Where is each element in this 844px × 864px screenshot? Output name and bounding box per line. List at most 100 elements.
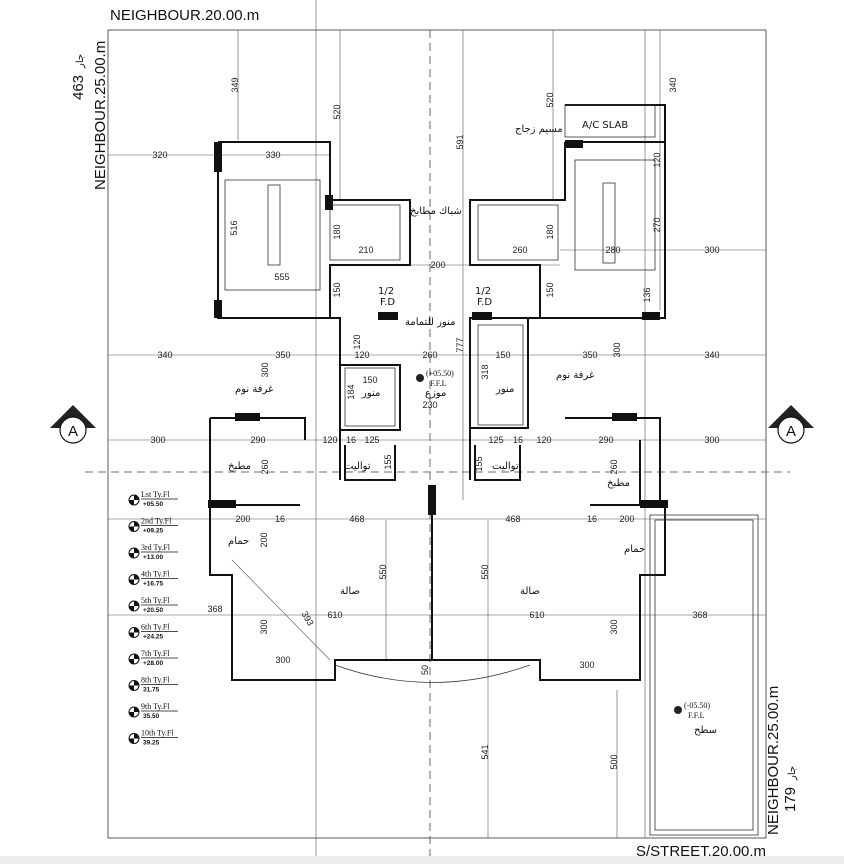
level-value: +28.00	[143, 660, 163, 667]
dimension-label: 520	[545, 92, 555, 107]
level-marker-icon	[416, 374, 424, 382]
ac-slab-label: A/C SLAB	[582, 120, 628, 131]
level-value: 39.25	[143, 740, 160, 747]
room-bath-left: حمام	[228, 536, 249, 547]
dimension-label: 210	[358, 245, 373, 255]
dimension-label: 393	[300, 609, 316, 627]
dimension-label: 610	[327, 610, 342, 620]
dimension-label: 300	[259, 619, 269, 634]
roof-ffl-value: (-05.50)	[684, 701, 710, 710]
room-toilet-left: تواليت	[344, 461, 371, 472]
dimension-label: 125	[488, 435, 503, 445]
room-hall-right: صالة	[520, 586, 540, 597]
section-label: A	[68, 423, 78, 440]
lobby-label: موزع	[425, 388, 446, 399]
dimension-label: 230	[422, 400, 437, 410]
dimension-label: 200	[235, 514, 250, 524]
dimension-label: 16	[513, 435, 523, 445]
top-neighbour-label: NEIGHBOUR.20.00.m	[110, 7, 259, 24]
room-bedroom-left: غرفة نوم	[235, 384, 273, 395]
level-name: 3rd Ty.Fl	[141, 543, 171, 552]
level-name: 6th Ty.Fl	[141, 623, 170, 632]
dimension-label: 300	[704, 245, 719, 255]
room-kitchen-left: مطبخ	[228, 461, 251, 472]
columns	[208, 140, 668, 515]
dimension-lines	[108, 30, 766, 838]
dimension-label: 318	[480, 364, 490, 379]
roof-ffl-label: F.F.L	[688, 711, 705, 720]
level-marker: 2nd Ty.Fl+09.25	[128, 517, 178, 535]
dimension-label: 468	[505, 514, 520, 524]
fd-right-label: F.D	[477, 297, 492, 308]
dimension-label: 120	[652, 152, 662, 167]
dimension-label: 280	[605, 245, 620, 255]
dimension-label: 550	[378, 564, 388, 579]
room-bath-right: حمام	[624, 544, 645, 555]
dimension-label: 120	[352, 334, 362, 349]
kitchen-window-label: شباك مطابخ	[410, 206, 462, 217]
left-neighbour-label: NEIGHBOUR.25.00.m	[92, 41, 109, 190]
dimension-label: 300	[260, 362, 270, 377]
dimension-label: 270	[652, 217, 662, 232]
level-marker: 4th Ty.Fl+16.75	[128, 570, 178, 588]
dimension-label: 550	[480, 564, 490, 579]
level-value: 35.50	[143, 713, 160, 720]
level-marker: 5th Ty.Fl +20.50	[128, 596, 178, 614]
dimension-label: 340	[704, 350, 719, 360]
room-hall-left: صالة	[340, 586, 360, 597]
fd-left-fraction: 1/2	[378, 286, 394, 297]
dimension-label: 150	[545, 282, 555, 297]
fd-right-fraction: 1/2	[475, 286, 491, 297]
dimension-label: 300	[612, 342, 622, 357]
level-marker: 8th Ty.Fl 31.75	[128, 676, 178, 694]
dimension-label: 330	[265, 150, 280, 160]
dimension-label: 200	[430, 260, 445, 270]
level-value: 31.75	[143, 687, 160, 694]
dimension-label: 541	[480, 744, 490, 759]
level-marker: 7th Ty.Fl+28.00	[128, 649, 178, 667]
dimension-label: 150	[332, 282, 342, 297]
dimension-label: 16	[275, 514, 285, 524]
dimension-label: 340	[668, 77, 678, 92]
level-value: +16.75	[143, 581, 163, 588]
level-marker: Lst Ty.Fl+05.50	[128, 490, 178, 508]
dimension-label: 300	[579, 660, 594, 670]
level-name: 2nd Ty.Fl	[141, 517, 172, 526]
dimension-label: 300	[275, 655, 290, 665]
right-neighbour-label: NEIGHBOUR.25.00.m	[765, 686, 782, 835]
lightwell-toilet-label: منور للتمامة	[405, 317, 455, 328]
dimension-label: 290	[598, 435, 613, 445]
level-name: 8th Ty.Fl	[141, 676, 170, 685]
dimension-label: 155	[474, 456, 484, 471]
level-value: +13.00	[143, 554, 163, 561]
dimension-label: 555	[274, 272, 289, 282]
dimension-label: 340	[157, 350, 172, 360]
level-marker: 3rd Ty.Fl +13.00	[128, 543, 178, 561]
dimension-label: 260	[422, 350, 437, 360]
level-name: 10th Ty.Fl	[141, 729, 174, 738]
left-neighbour-ar: جار	[75, 54, 86, 69]
left-plot-number: 463	[70, 75, 87, 100]
dimension-label: 516	[229, 220, 239, 235]
dimension-label: 180	[332, 224, 342, 239]
room-toilet-right: تواليت	[492, 461, 519, 472]
level-value: +20.50	[143, 607, 163, 614]
dimension-label: 500	[609, 754, 619, 769]
level-name: 9th Ty.Fl	[141, 702, 170, 711]
level-name: 5th Ty.Fl	[141, 596, 170, 605]
dimension-label: 368	[207, 604, 222, 614]
dimension-label: 350	[582, 350, 597, 360]
right-neighbour-ar: جار	[787, 766, 798, 781]
dimension-label: 150	[362, 375, 377, 385]
dimension-label: 50	[420, 665, 430, 675]
glass-roof-label: مسيم زجاج	[515, 124, 563, 135]
dimension-label: 610	[529, 610, 544, 620]
ffl-label: F.F.L	[430, 379, 447, 388]
walls	[209, 104, 759, 836]
dimension-label: 300	[704, 435, 719, 445]
stairs	[224, 159, 656, 291]
bottom-strip	[0, 856, 844, 864]
dimension-label: 290	[250, 435, 265, 445]
level-marker: 6th Ty.Fl+24.25	[128, 623, 178, 641]
